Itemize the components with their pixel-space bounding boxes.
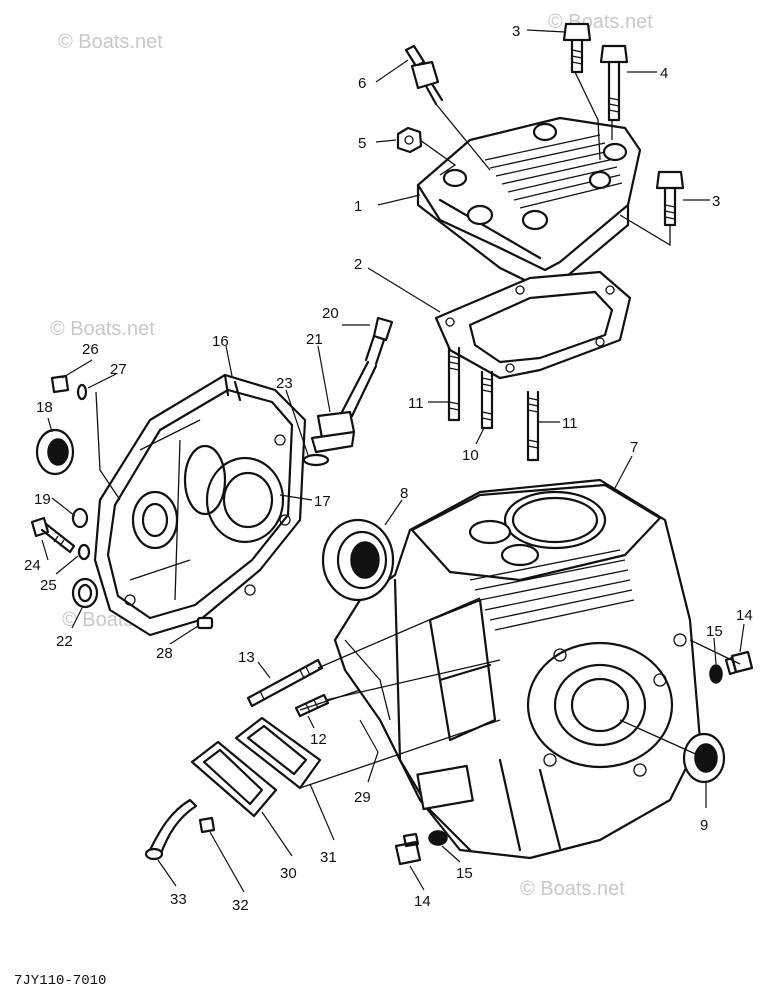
callout-4: 4 (660, 65, 668, 82)
watermark-1: © Boats.net (58, 31, 163, 53)
callout-5: 5 (358, 135, 366, 152)
bearing-8 (321, 518, 395, 602)
callout-labels: 1 2 3 3 4 5 6 7 8 9 10 11 11 12 13 14 14… (24, 23, 753, 914)
head-bolt-4 (599, 44, 629, 122)
callout-20: 20 (322, 305, 339, 322)
callout-15-right: 15 (706, 623, 723, 640)
head-bolt-3-top (562, 22, 592, 74)
callout-32: 32 (232, 897, 249, 914)
washer-15-right (709, 664, 723, 684)
plug-19 (71, 507, 89, 529)
stud-bolt-11-left (447, 346, 461, 422)
oil-filler-21 (310, 410, 356, 454)
callout-27: 27 (110, 361, 127, 378)
callout-17: 17 (314, 493, 331, 510)
callout-3-side: 3 (712, 193, 720, 210)
stud-13 (246, 658, 324, 708)
callout-8: 8 (400, 485, 408, 502)
callout-30: 30 (280, 865, 297, 882)
crankcase-cylinder-block (333, 478, 702, 860)
oil-seal-18 (35, 428, 75, 476)
dipstick-20 (340, 316, 394, 418)
drawing-code: 7JY110-7010 (14, 973, 106, 989)
callout-11-right: 11 (562, 415, 578, 432)
washer-27 (76, 383, 88, 401)
callout-18: 18 (36, 399, 53, 416)
callout-6: 6 (358, 75, 366, 92)
oil-seal-9 (682, 732, 726, 784)
nut-5 (396, 126, 423, 154)
bolt-32 (198, 816, 216, 834)
callout-15-bottom: 15 (456, 865, 473, 882)
callout-13: 13 (238, 649, 255, 666)
callout-28: 28 (156, 645, 173, 662)
plug-26 (50, 374, 70, 394)
spark-plug-6 (404, 44, 444, 106)
drain-plug-14-bottom (394, 832, 422, 866)
breather-cover-30 (190, 740, 278, 818)
callout-33: 33 (170, 891, 187, 908)
head-bolt-3-side (655, 170, 685, 227)
callout-26: 26 (82, 341, 99, 358)
callout-12: 12 (310, 731, 327, 748)
dowel-pin-28 (196, 616, 214, 630)
callout-10: 10 (462, 447, 479, 464)
seal-22 (71, 577, 99, 609)
leader-lines (41, 29, 745, 893)
head-gasket (434, 270, 632, 380)
callout-24: 24 (24, 557, 41, 574)
callout-23: 23 (276, 375, 293, 392)
drain-plug-14-right (724, 650, 754, 676)
breather-gasket-31 (234, 716, 322, 790)
stud-bolt-11-right (526, 390, 540, 462)
cylinder-head (416, 116, 642, 292)
watermark-2: © Boats.net (548, 11, 653, 33)
bolt-24 (30, 516, 76, 554)
callout-31: 31 (320, 849, 337, 866)
callout-14-right: 14 (736, 607, 753, 624)
callout-21: 21 (306, 331, 323, 348)
callout-22: 22 (56, 633, 73, 650)
callout-9: 9 (700, 817, 708, 834)
callout-29: 29 (354, 789, 371, 806)
stud-bolt-10 (480, 370, 494, 430)
callout-2: 2 (354, 256, 362, 273)
washer-15-bottom (428, 830, 448, 846)
callout-19: 19 (34, 491, 51, 508)
o-ring-23 (302, 453, 330, 467)
crankcase-cover-16 (93, 373, 307, 637)
callout-16: 16 (212, 333, 229, 350)
callout-14-bottom: 14 (414, 893, 431, 910)
callout-1: 1 (354, 198, 362, 215)
watermark-7: © Boats.net (520, 878, 625, 900)
callout-25: 25 (40, 577, 57, 594)
washer-25 (77, 543, 91, 561)
callout-11-left: 11 (408, 395, 424, 412)
callout-7: 7 (630, 439, 638, 456)
watermark-3: © Boats.net (50, 318, 155, 340)
callout-3-top: 3 (512, 23, 520, 40)
breather-hose-33 (144, 798, 198, 861)
